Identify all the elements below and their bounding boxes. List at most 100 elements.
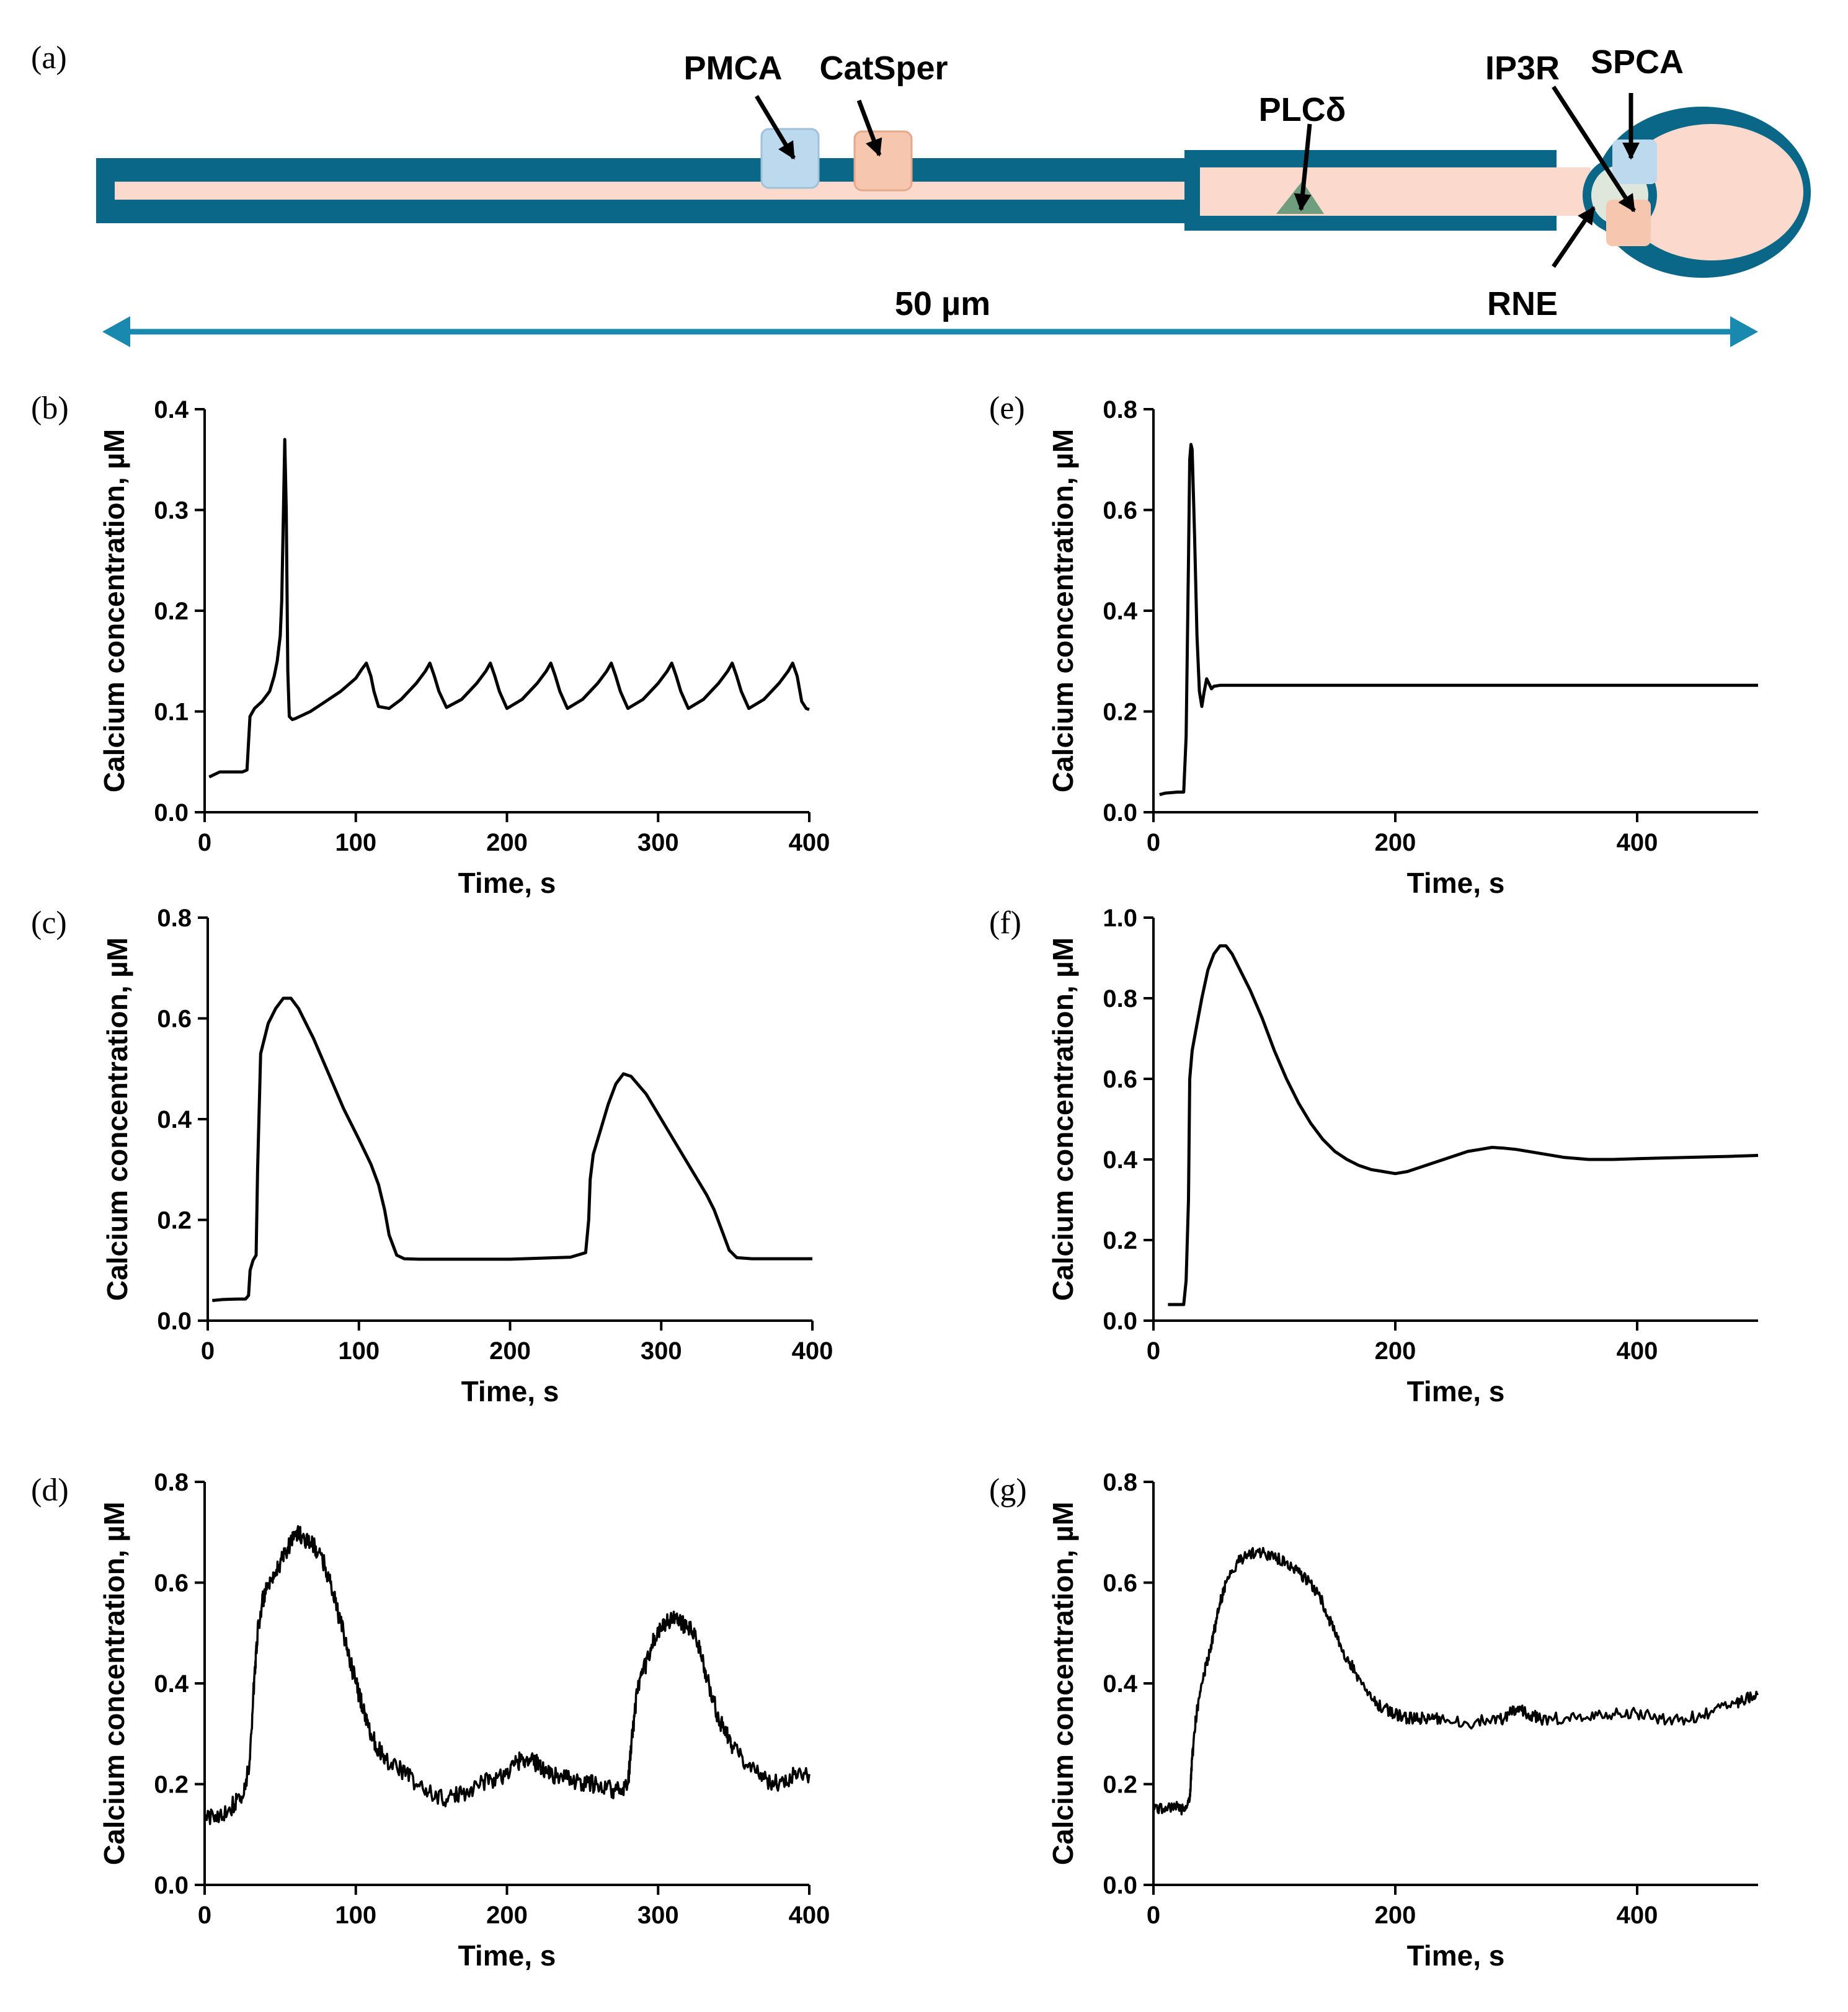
y-tick-label: 0.1 [154,699,189,726]
x-tick-label: 200 [489,1337,531,1365]
x-tick-label: 400 [789,1902,830,1929]
y-tick-label: 0.4 [154,396,189,423]
series-line [212,996,812,1302]
panel-letter-a: (a) [31,40,67,76]
x-tick-label: 0 [1147,1902,1160,1929]
panel-letter-e: (e) [989,391,1025,426]
x-axis-title: Time, s [1407,1939,1505,1972]
y-tick-label: 0.6 [1103,497,1137,525]
series-line [1168,944,1759,1306]
x-axis-title: Time, s [461,1375,559,1407]
y-tick-label: 0.4 [1103,1146,1137,1174]
y-tick-label: 0.4 [1103,1670,1137,1698]
panel-letter-g: (g) [989,1473,1027,1508]
label-ip3r: IP3R [1485,50,1560,87]
y-tick-label: 0.2 [1103,1227,1137,1254]
y-tick-label: 0.8 [1103,1469,1137,1496]
y-axis-title: Calcium concentration, µM [1047,937,1079,1301]
pointer-arrows [754,86,1640,268]
y-tick-label: 0.0 [1103,1308,1137,1335]
spca-pump [1612,140,1657,184]
x-tick-label: 0 [201,1337,215,1365]
sperm-diagram: (a) PMCA C [31,40,1811,347]
x-tick-label: 300 [641,1337,682,1365]
x-axis-title: Time, s [458,1939,556,1972]
y-tick-label: 0.0 [154,799,189,827]
panel-letter-d: (d) [31,1473,69,1508]
y-tick-label: 0.2 [1103,1771,1137,1799]
x-tick-label: 400 [1617,829,1658,856]
x-tick-label: 400 [789,829,830,856]
label-rne: RNE [1487,285,1558,322]
x-tick-label: 100 [335,1902,376,1929]
x-tick-label: 200 [1375,1337,1416,1365]
y-tick-label: 1.0 [1103,905,1137,932]
x-tick-label: 0 [198,1902,211,1929]
panel-letter-b: (b) [31,391,69,426]
x-tick-label: 200 [1375,829,1416,856]
label-plc-delta: PLCδ [1259,91,1346,128]
flagellum-cytoplasm [115,182,1200,200]
y-tick-label: 0.8 [1103,985,1137,1013]
x-axis-title: Time, s [1407,1375,1505,1407]
y-tick-label: 0.6 [1103,1570,1137,1597]
y-tick-label: 0.0 [1103,1872,1137,1899]
y-tick-label: 0.8 [1103,396,1137,423]
y-axis-title: Calcium concentration, µM [1047,1502,1079,1865]
x-tick-label: 300 [637,1902,679,1929]
y-tick-label: 0.6 [154,1570,189,1597]
scale-label: 50 µm [895,285,990,322]
y-axis-title: Calcium concentration, µM [98,429,130,792]
label-pmca: PMCA [684,50,783,87]
label-spca: SPCA [1591,43,1684,81]
series-line [208,438,810,779]
label-catsper: CatSper [819,50,948,87]
y-tick-label: 0.0 [154,1872,189,1899]
x-tick-label: 300 [637,829,679,856]
y-axis-title: Calcium concentration, µM [1047,429,1079,792]
y-tick-label: 0.2 [154,598,189,625]
y-tick-label: 0.8 [157,905,192,932]
y-tick-label: 0.0 [157,1308,192,1335]
panel-letter-c: (c) [31,905,67,941]
sperm-cell-body [96,107,1811,278]
scale-bar [102,316,1758,347]
x-tick-label: 400 [792,1337,833,1365]
y-tick-label: 0.4 [1103,598,1137,625]
y-tick-label: 0.2 [1103,699,1137,726]
x-tick-label: 0 [1147,1337,1160,1365]
panel-letter-f: (f) [989,905,1021,941]
pmca-channel [760,128,820,189]
y-tick-label: 0.0 [1103,799,1137,827]
x-tick-label: 200 [486,829,528,856]
y-tick-label: 0.2 [157,1207,192,1234]
head-cytoplasm [1620,124,1803,260]
x-tick-label: 100 [338,1337,380,1365]
catsper-channel [853,130,913,192]
y-tick-label: 0.4 [154,1670,189,1698]
x-tick-label: 200 [1375,1902,1416,1929]
x-tick-label: 400 [1617,1337,1658,1365]
series-line [1153,1546,1759,1815]
y-axis-title: Calcium concentration, µM [101,937,133,1301]
y-axis-title: Calcium concentration, µM [98,1502,130,1865]
x-axis-title: Time, s [1407,867,1505,899]
y-tick-label: 0.6 [1103,1066,1137,1093]
x-tick-label: 400 [1617,1902,1658,1929]
y-tick-label: 0.4 [157,1106,192,1133]
x-tick-label: 0 [1147,829,1160,856]
midpiece-cytoplasm [1200,167,1566,216]
series-line [1159,443,1758,797]
y-tick-label: 0.2 [154,1771,189,1799]
y-tick-label: 0.3 [154,497,189,525]
x-tick-label: 200 [486,1902,528,1929]
x-axis-title: Time, s [458,867,556,899]
y-tick-label: 0.6 [157,1006,192,1033]
x-tick-label: 0 [198,829,211,856]
